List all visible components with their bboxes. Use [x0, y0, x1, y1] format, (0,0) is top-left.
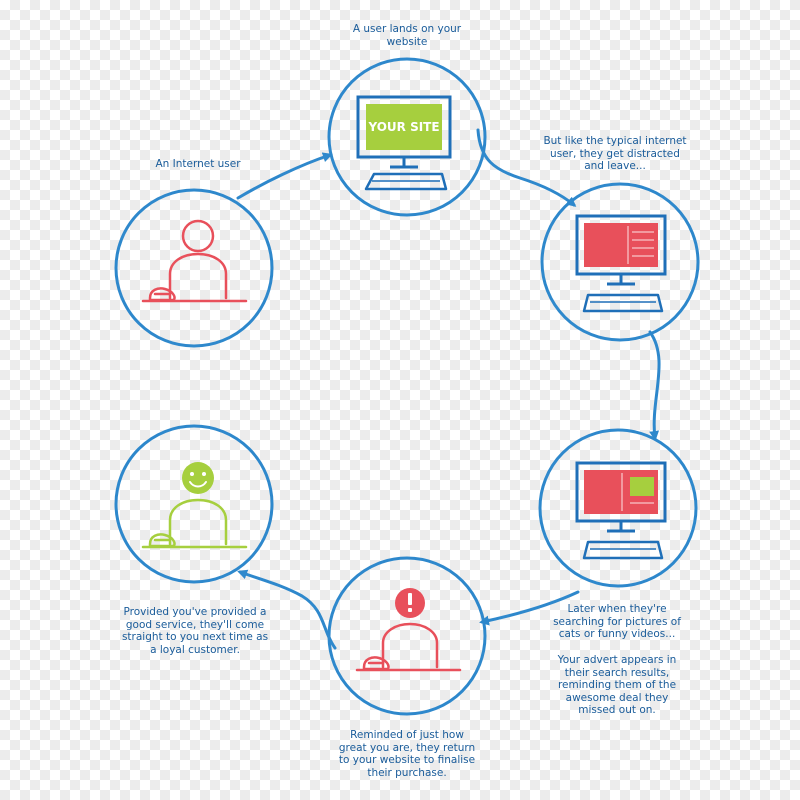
advert-box	[630, 477, 654, 496]
caption-distracted: But like the typical internet user, they…	[543, 135, 687, 172]
your-site-screen-text: YOUR SITE	[367, 120, 439, 134]
arrow-distracted-to-search	[648, 330, 661, 441]
caption-user: An Internet user	[155, 158, 241, 170]
caption-loyal: Provided you've provided a good service,…	[121, 606, 269, 656]
caption-searching: Later when they're searching for picture…	[553, 603, 681, 640]
caption-lands: A user lands on your website	[352, 23, 462, 48]
step-rings	[114, 57, 700, 716]
computer-your-site-icon: YOUR SITE	[356, 95, 452, 191]
person-icon	[141, 219, 248, 303]
arrow-reminded-to-loyal	[237, 569, 337, 650]
computer-distracted-icon	[575, 214, 667, 313]
arrow-user-to-site	[236, 152, 333, 200]
arrow-search-to-reminded	[479, 590, 580, 626]
caption-reminded: Reminded of just how great you are, they…	[338, 729, 476, 779]
computer-advert-icon	[575, 461, 667, 560]
happy-person-icon	[141, 462, 248, 549]
caption-advert: Your advert appears in their search resu…	[557, 654, 677, 716]
alert-person-icon	[355, 588, 462, 672]
